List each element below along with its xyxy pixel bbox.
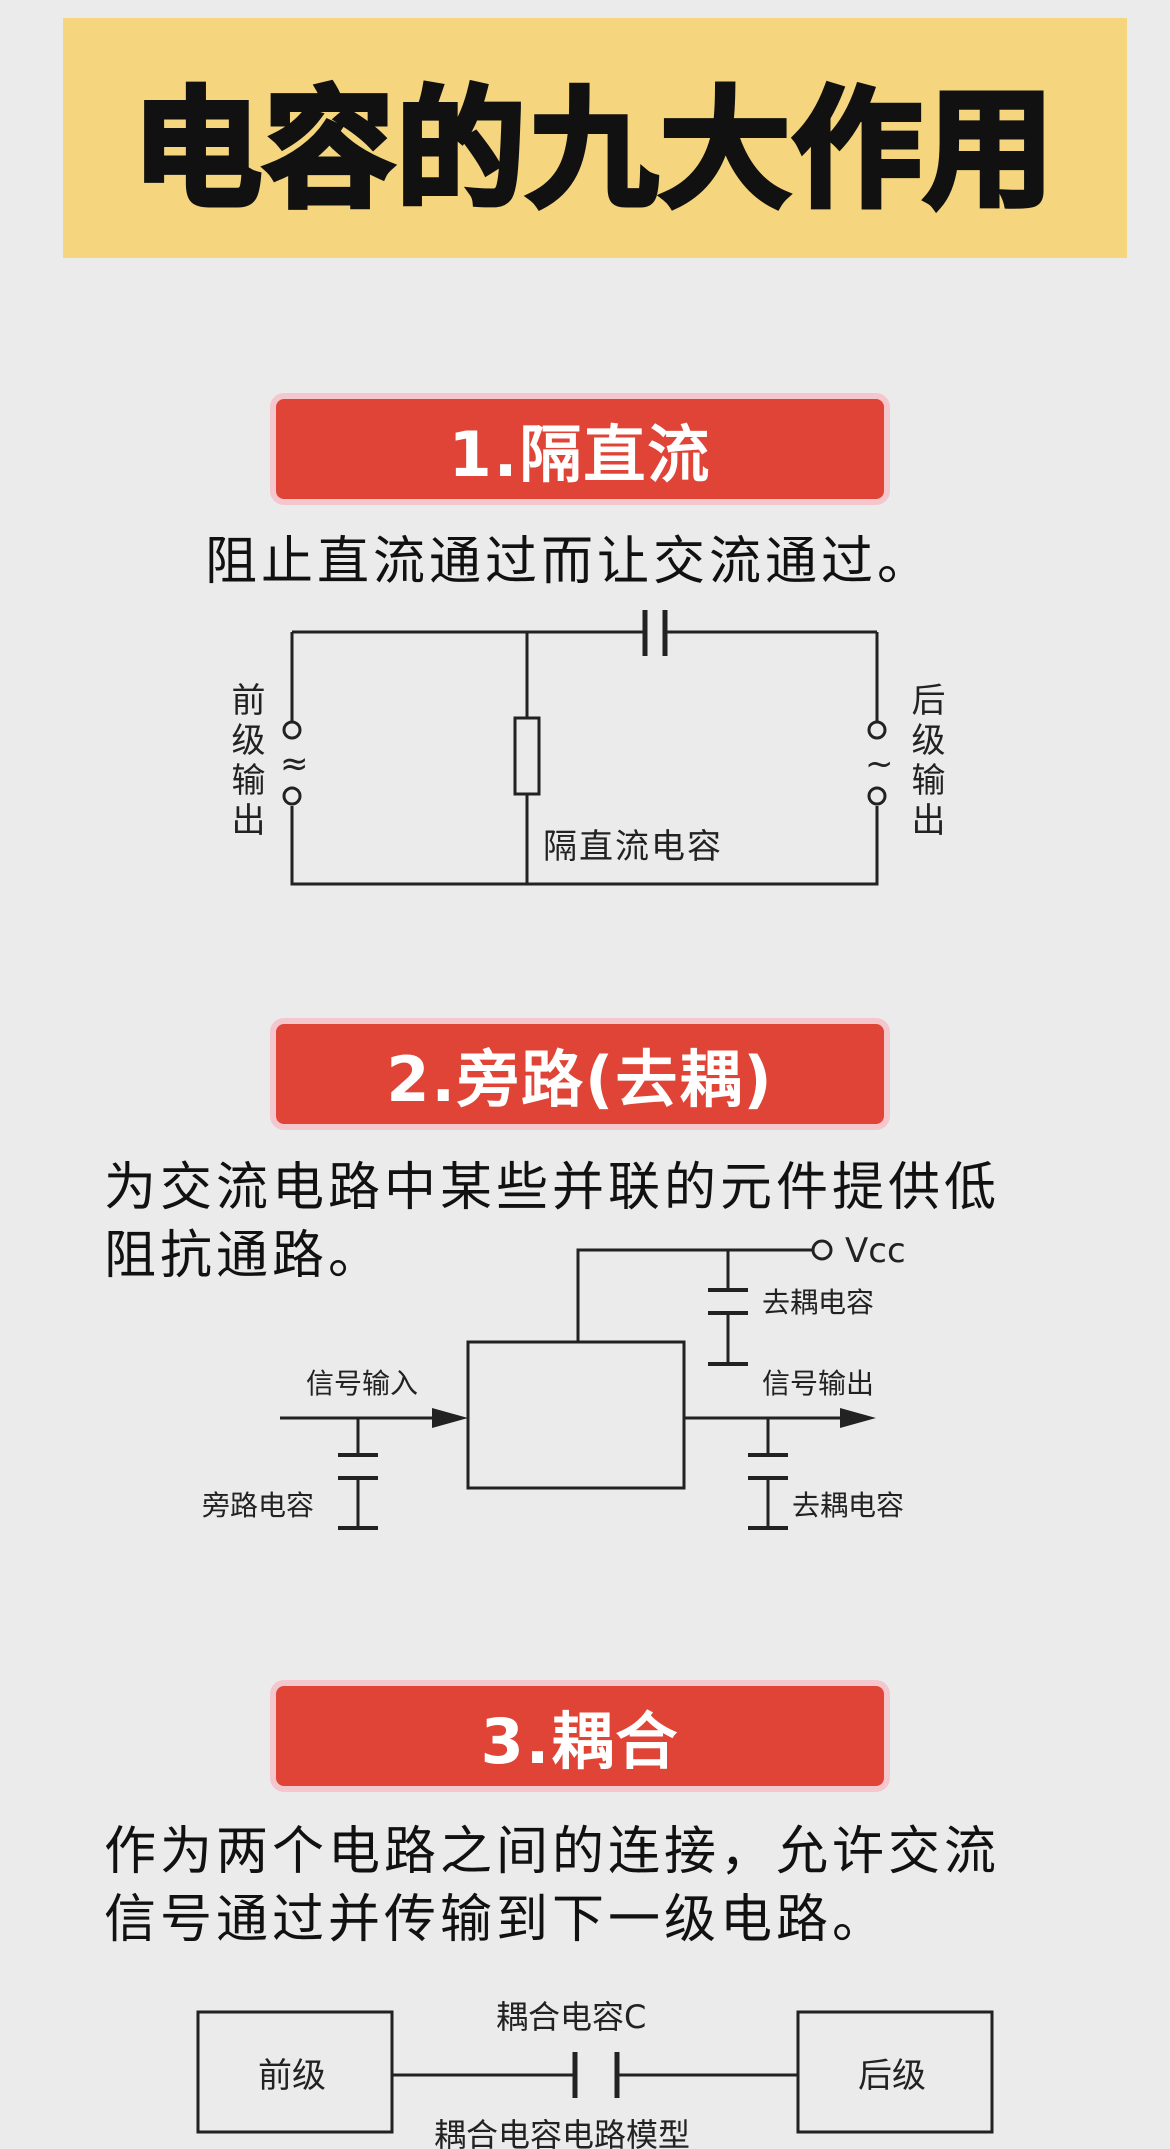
dc-blocking-circuit	[282, 610, 887, 886]
coupling-circuit	[196, 2010, 994, 2134]
input-arrow	[432, 1408, 468, 1428]
section-1-description: 阻止直流通过而让交流通过。	[205, 532, 934, 592]
dc-block-cap-label: 隔直流电容	[543, 827, 723, 867]
section-3-description-line1: 作为两个电路之间的连接，允许交流	[104, 1822, 1001, 1882]
page-title: 电容的九大作用	[130, 73, 1057, 228]
section-2-heading: 2.旁路(去耦)	[386, 1043, 774, 1116]
decouple-cap-bottom-label: 去耦电容	[792, 1489, 904, 1522]
signal-out-label: 信号输出	[762, 1367, 874, 1400]
signal-in-label: 信号输入	[306, 1367, 418, 1400]
coupling-cap-label: 耦合电容C	[496, 1998, 646, 2036]
bypass-circuit	[280, 1239, 846, 1530]
back-output-label: 后级输出	[905, 682, 945, 842]
section-2-header: 2.旁路(去耦)	[270, 1018, 890, 1130]
section-3-description-line2: 信号通过并传输到下一级电路。	[104, 1890, 889, 1950]
front-stage-label: 前级	[258, 2056, 326, 2096]
bypass-cap-label: 旁路电容	[202, 1489, 314, 1522]
coupling-model-label: 耦合电容电路模型	[434, 2116, 690, 2149]
ac-symbol-right: ~	[865, 744, 894, 784]
vcc-label: Vcc	[845, 1231, 906, 1271]
section-3-header: 3.耦合	[270, 1680, 890, 1792]
section-1-heading: 1.隔直流	[448, 418, 712, 491]
section-3-heading: 3.耦合	[480, 1705, 680, 1778]
front-output-label: 前级输出	[225, 682, 265, 842]
title-banner: 电容的九大作用	[63, 18, 1127, 258]
section-2-description-line1: 为交流电路中某些并联的元件提供低	[104, 1158, 1001, 1218]
ac-symbol-left: ≈	[280, 744, 309, 784]
decouple-cap-top-label: 去耦电容	[762, 1286, 874, 1319]
section-1-header: 1.隔直流	[270, 393, 890, 505]
section-2-description-line2: 阻抗通路。	[104, 1226, 385, 1286]
output-arrow	[840, 1408, 876, 1428]
back-stage-label: 后级	[858, 2056, 926, 2096]
